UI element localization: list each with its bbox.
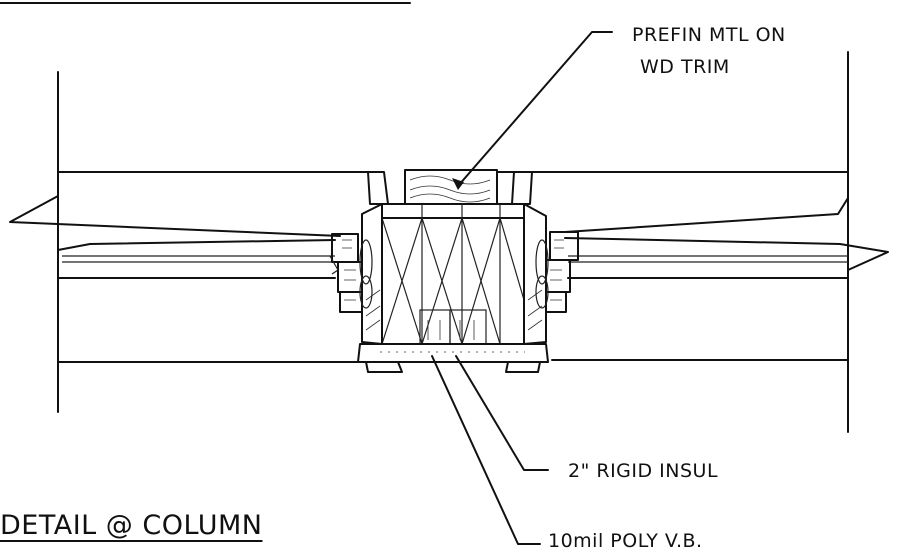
trim-leader-arrow bbox=[452, 178, 464, 190]
vapor-barrier-leader-line bbox=[431, 355, 541, 545]
right-wall-assembly bbox=[497, 51, 889, 433]
insulation-callout: 2" RIGID INSUL bbox=[568, 460, 719, 482]
leader-lines bbox=[431, 31, 613, 545]
drawing-title: DETAIL @ COLUMN bbox=[0, 510, 263, 541]
insulation-leader-line bbox=[455, 355, 549, 471]
left-wall-assembly bbox=[9, 71, 376, 413]
trim-callout-line2: WD TRIM bbox=[640, 56, 730, 78]
column-assembly bbox=[329, 169, 579, 373]
vapor-barrier-callout: 10mil POLY V.B. bbox=[548, 530, 703, 552]
trim-leader-line bbox=[457, 31, 613, 187]
trim-callout-line1: PREFIN MTL ON bbox=[632, 24, 786, 46]
